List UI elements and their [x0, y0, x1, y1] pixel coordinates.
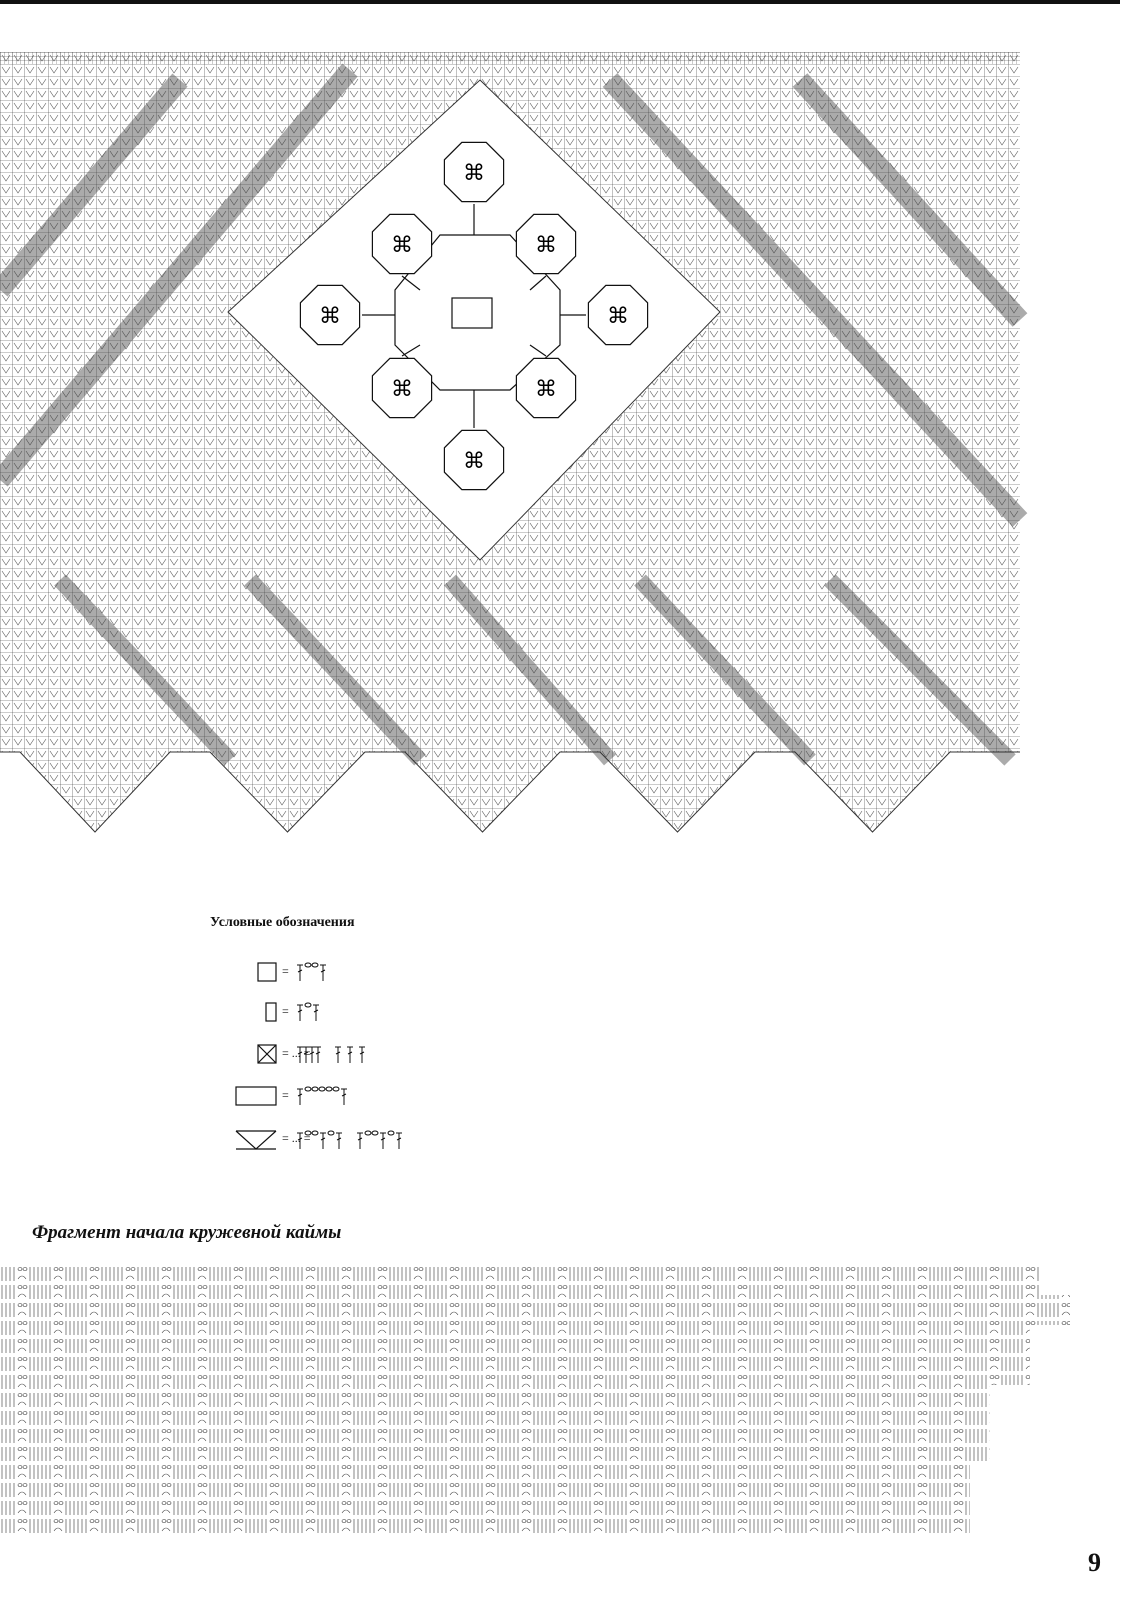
motif-connector: [401, 275, 421, 291]
svg-text:⌘: ⌘: [463, 449, 485, 474]
lower-diagonal-2: [444, 574, 616, 766]
lower-diagonal-0: [54, 574, 236, 766]
motif-connector: [529, 344, 547, 357]
crochet-rows-block: [0, 1265, 1070, 1535]
flower-motif: ⌘: [515, 357, 577, 419]
fragment-title: Фрагмент начала кружевной каймы: [32, 1222, 342, 1243]
flower-motif: ⌘: [515, 213, 577, 275]
narrow-open-square-icon: [265, 1002, 277, 1022]
legend-eq-4: =: [282, 1088, 289, 1102]
lower-diagonal-4: [824, 574, 1016, 766]
flower-motif: ⌘: [443, 429, 505, 491]
center-rectangle: [451, 297, 493, 329]
legend-title: Условные обозначения: [210, 915, 355, 930]
flower-motif: ⌘: [371, 357, 433, 419]
legend-symbols: [235, 962, 402, 1150]
legend-eq-3: = ... =: [282, 1046, 311, 1060]
lower-diagonal-3: [634, 574, 816, 766]
v-stitch-icon: [235, 1130, 277, 1150]
svg-text:⌘: ⌘: [391, 233, 413, 258]
flower-motif: ⌘: [587, 284, 649, 346]
page-number: 9: [1088, 1548, 1101, 1577]
filet-lace-chart: ⌘ ⌘ ⌘ ⌘ ⌘ ⌘ ⌘ ⌘: [0, 52, 1028, 833]
center-diamond: [227, 79, 721, 561]
motif-connector: [529, 275, 547, 291]
crochet-row-chart: [0, 1265, 1070, 1535]
motif-connector: [401, 344, 421, 357]
svg-text:⌘: ⌘: [607, 304, 629, 329]
svg-text:⌘: ⌘: [319, 304, 341, 329]
lower-diagonal-1: [244, 574, 426, 766]
diagonal-band-right-2: [792, 73, 1028, 327]
legend: Условные обозначения = = = ... = = = ...…: [210, 915, 530, 1175]
flower-motif: ⌘: [443, 141, 505, 203]
legend-eq-1: =: [282, 964, 289, 978]
flower-motif: ⌘: [371, 213, 433, 275]
svg-text:⌘: ⌘: [535, 233, 557, 258]
diagonal-band-left: [0, 63, 358, 487]
top-rule: [0, 0, 1120, 4]
svg-text:⌘: ⌘: [391, 377, 413, 402]
open-square-icon: [257, 962, 277, 982]
wide-rectangle-icon: [235, 1086, 277, 1106]
svg-text:⌘: ⌘: [535, 377, 557, 402]
svg-text:⌘: ⌘: [463, 161, 485, 186]
scalloped-edge: [0, 751, 1020, 833]
legend-eq-5: = ... =: [282, 1131, 311, 1145]
diagonal-band-left-2: [0, 73, 188, 297]
crossed-square-icon: [257, 1044, 277, 1064]
top-edge-band: [0, 52, 1020, 64]
legend-eq-2: =: [282, 1004, 289, 1018]
flower-motif: ⌘: [299, 284, 361, 346]
diagonal-band-right: [602, 73, 1028, 527]
